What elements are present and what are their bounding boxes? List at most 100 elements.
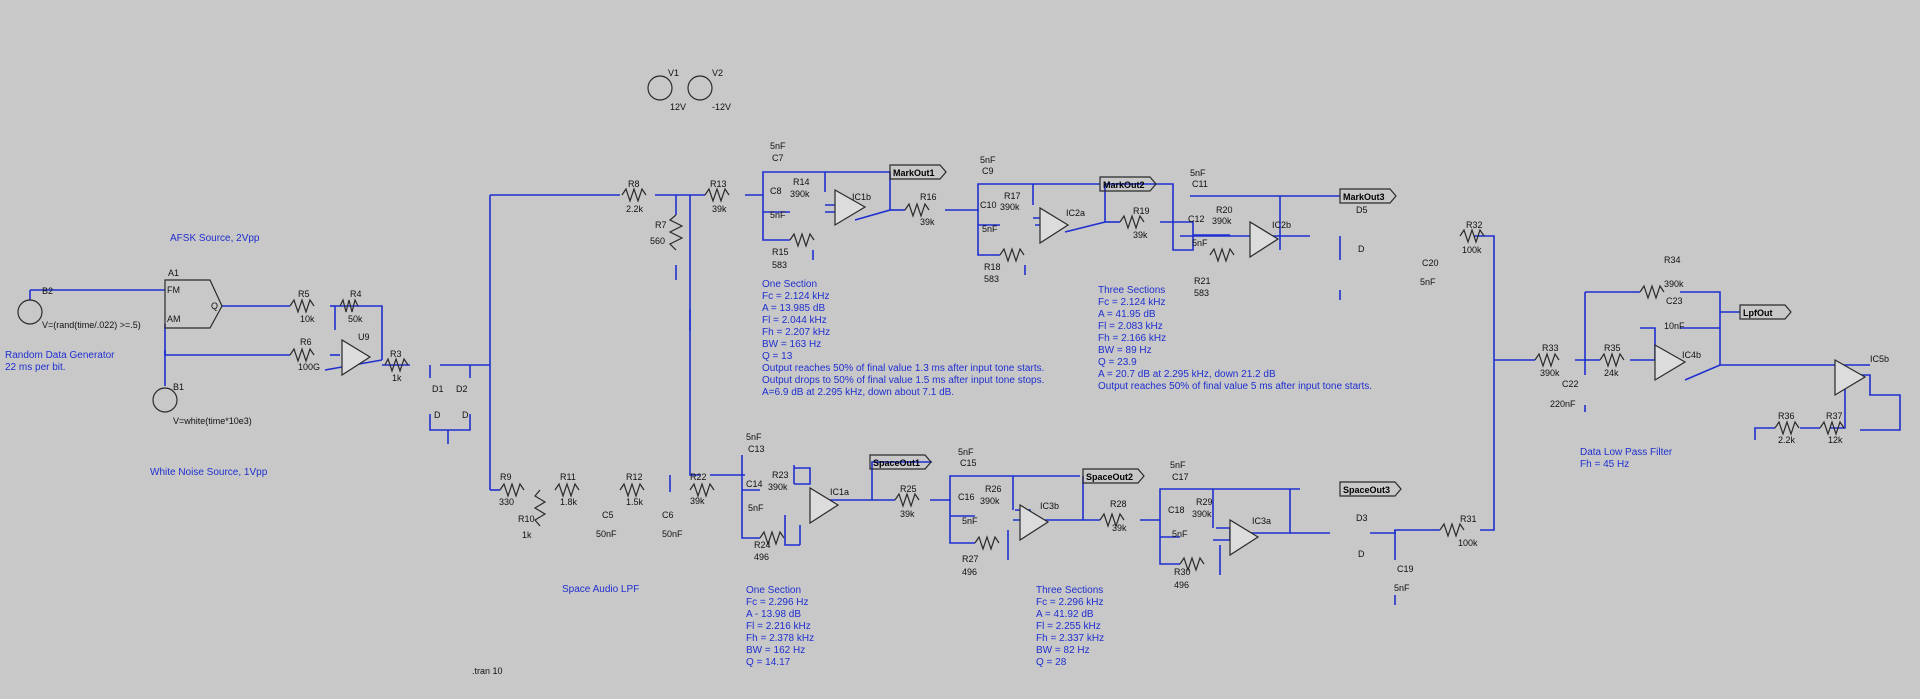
note-white-noise: White Noise Source, 1Vpp [150, 467, 268, 478]
svg-text:C18: C18 [1168, 505, 1185, 515]
svg-text:C22: C22 [1562, 379, 1579, 389]
svg-text:R23: R23 [772, 470, 789, 480]
svg-text:R31: R31 [1460, 514, 1477, 524]
value-v2: -12V [712, 102, 731, 112]
svg-text:D: D [462, 410, 469, 420]
svg-text:5nF: 5nF [770, 141, 786, 151]
svg-text:C19: C19 [1397, 564, 1414, 574]
svg-text:R13: R13 [710, 179, 727, 189]
svg-text:5nF: 5nF [1420, 277, 1436, 287]
note-afsk-source: AFSK Source, 2Vpp [170, 233, 260, 244]
svg-text:10k: 10k [300, 314, 315, 324]
svg-text:220nF: 220nF [1550, 399, 1576, 409]
svg-text:5nF: 5nF [770, 210, 786, 220]
svg-text:C23: C23 [1666, 296, 1683, 306]
svg-text:D5: D5 [1356, 205, 1368, 215]
svg-text:Output drops to 50% of final v: Output drops to 50% of final value 1.5 m… [762, 375, 1044, 386]
svg-text:560: 560 [650, 236, 665, 246]
svg-text:R18: R18 [984, 262, 1001, 272]
value-b2: V=(rand(time/.022) >=.5) [42, 320, 141, 330]
svg-text:390k: 390k [980, 496, 1000, 506]
fm-modulator-a1[interactable]: A1 FM AM Q [164, 268, 223, 329]
svg-text:1k: 1k [522, 530, 532, 540]
svg-text:C9: C9 [982, 166, 994, 176]
svg-text:R10: R10 [518, 514, 535, 524]
svg-text:5nF: 5nF [746, 432, 762, 442]
svg-text:R14: R14 [793, 177, 810, 187]
svg-text:BW = 89 Hz: BW = 89 Hz [1098, 345, 1152, 356]
svg-text:One Section: One Section [746, 585, 801, 596]
source-b2[interactable]: B2 V=(rand(time/.022) >=.5) [17, 286, 141, 330]
opamp-ic5b[interactable]: IC5b [1834, 354, 1889, 397]
opamp-ic2b[interactable]: IC2b [1249, 220, 1291, 259]
svg-text:R3: R3 [390, 349, 402, 359]
svg-text:R8: R8 [628, 179, 640, 189]
opamp-ic3a[interactable]: IC3a [1229, 516, 1271, 557]
svg-text:Q = 23.9: Q = 23.9 [1098, 357, 1137, 368]
svg-text:A = 41.92 dB: A = 41.92 dB [1036, 609, 1094, 620]
svg-text:496: 496 [962, 567, 977, 577]
svg-text:Q = 14.17: Q = 14.17 [746, 657, 791, 668]
svg-text:D: D [434, 410, 441, 420]
svg-text:496: 496 [754, 552, 769, 562]
svg-text:R24: R24 [754, 540, 771, 550]
svg-text:A=6.9 dB at 2.295 kHz, down ab: A=6.9 dB at 2.295 kHz, down about 7.1 dB… [762, 387, 954, 398]
svg-text:Fc = 2.124 kHz: Fc = 2.124 kHz [762, 291, 830, 302]
flag-markout1: MarkOut1 [893, 168, 935, 178]
svg-text:Fh = 2.378 kHz: Fh = 2.378 kHz [746, 633, 814, 644]
svg-text:5nF: 5nF [982, 224, 998, 234]
label-a1: A1 [168, 268, 179, 278]
svg-text:5nF: 5nF [1192, 238, 1208, 248]
svg-text:BW = 163 Hz: BW = 163 Hz [762, 339, 821, 350]
svg-text:39k: 39k [1133, 230, 1148, 240]
svg-text:R20: R20 [1216, 205, 1233, 215]
svg-text:2.2k: 2.2k [1778, 435, 1796, 445]
svg-text:BW = 162 Hz: BW = 162 Hz [746, 645, 805, 656]
svg-text:390k: 390k [1664, 279, 1684, 289]
svg-text:5nF: 5nF [958, 447, 974, 457]
svg-text:R29: R29 [1196, 497, 1213, 507]
opamp-ic1b[interactable]: IC1b [834, 188, 871, 227]
svg-text:R19: R19 [1133, 206, 1150, 216]
opamp-ic1a[interactable]: IC1a [809, 486, 849, 525]
note-random-data-1: Random Data Generator [5, 350, 115, 361]
svg-text:R9: R9 [500, 472, 512, 482]
svg-text:R34: R34 [1664, 255, 1681, 265]
opamp-u9[interactable]: U9 [341, 332, 372, 377]
svg-text:R6: R6 [300, 337, 312, 347]
source-v1[interactable]: V1 12V [647, 68, 686, 112]
svg-text:R28: R28 [1110, 499, 1127, 509]
opamp-ic3b[interactable]: IC3b [1019, 501, 1059, 542]
svg-text:C12: C12 [1188, 214, 1205, 224]
net-flags[interactable]: MarkOut1 MarkOut2 MarkOut3 SpaceOut1 Spa… [869, 164, 1792, 497]
svg-text:390k: 390k [768, 482, 788, 492]
opamp-ic2a[interactable]: IC2a [1039, 206, 1085, 245]
svg-text:A = 13.985 dB: A = 13.985 dB [762, 303, 825, 314]
svg-text:C8: C8 [770, 186, 782, 196]
svg-text:R27: R27 [962, 554, 979, 564]
flag-lpfout: LpfOut [1743, 308, 1773, 318]
svg-text:390k: 390k [1000, 202, 1020, 212]
label-u9: U9 [358, 332, 370, 342]
value-v1: 12V [670, 102, 686, 112]
svg-text:D: D [1358, 549, 1365, 559]
resistors[interactable] [289, 187, 1845, 572]
note-space-three-sections: Three Sections Fc = 2.296 kHz A = 41.92 … [1036, 585, 1104, 668]
svg-text:R11: R11 [560, 472, 576, 482]
svg-text:R22: R22 [690, 472, 707, 482]
opamp-ic4b[interactable]: IC4b [1654, 343, 1701, 382]
svg-text:2.2k: 2.2k [626, 204, 644, 214]
svg-text:R36: R36 [1778, 411, 1795, 421]
svg-text:R33: R33 [1542, 343, 1559, 353]
svg-text:R4: R4 [350, 289, 362, 299]
svg-text:C11: C11 [1192, 179, 1208, 189]
svg-text:5nF: 5nF [1394, 583, 1410, 593]
svg-text:C10: C10 [980, 200, 997, 210]
pin-q: Q [211, 301, 218, 311]
svg-text:39k: 39k [690, 496, 705, 506]
svg-text:583: 583 [772, 260, 787, 270]
source-v2[interactable]: V2 -12V [687, 68, 731, 112]
svg-text:R35: R35 [1604, 343, 1621, 353]
source-b1[interactable]: B1 V=white(time*10e3) [152, 382, 252, 426]
